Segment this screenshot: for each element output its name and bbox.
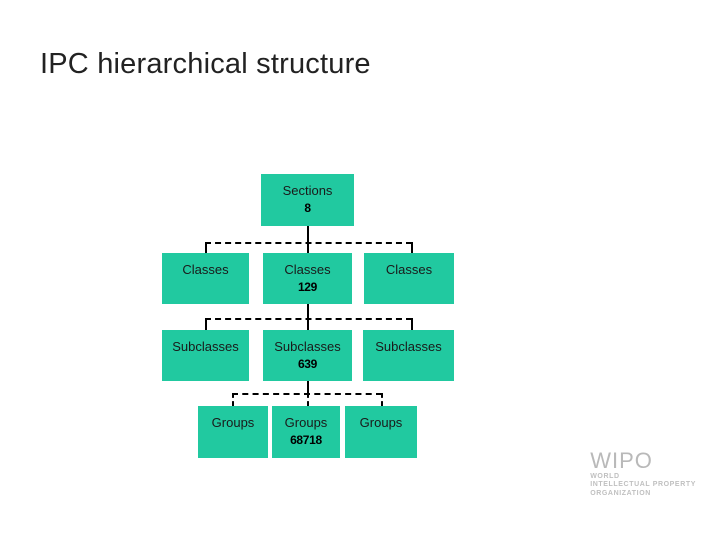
connector-subclasses-mid-drop xyxy=(307,318,309,330)
connector-classes-down xyxy=(307,304,309,318)
node-subclasses-middle-label: Subclasses xyxy=(274,339,341,354)
connector-sections-down xyxy=(307,226,309,242)
connector-classes-right-drop xyxy=(411,242,413,253)
node-subclasses-right-label: Subclasses xyxy=(375,339,442,354)
node-classes-left: Classes xyxy=(162,253,249,304)
node-groups-middle-value: 68718 xyxy=(290,433,322,447)
node-subclasses-left: Subclasses xyxy=(162,330,249,381)
node-sections-value: 8 xyxy=(304,201,311,215)
connector-subclasses-down xyxy=(307,381,309,393)
node-subclasses-middle-value: 639 xyxy=(297,357,318,371)
connector-classes-left-drop xyxy=(205,242,207,253)
connector-groups-left-drop xyxy=(232,393,234,406)
node-groups-right-label: Groups xyxy=(359,415,403,430)
node-subclasses-left-label: Subclasses xyxy=(172,339,239,354)
node-classes-middle-value: 129 xyxy=(297,280,318,294)
wipo-logo-line-2: INTELLECTUAL PROPERTY xyxy=(590,481,696,488)
wipo-logo-line-3: ORGANIZATION xyxy=(590,489,651,497)
wipo-logo-wordmark: WIPO xyxy=(590,447,653,473)
node-groups-middle-label: Groups xyxy=(284,415,328,430)
node-groups-left-label: Groups xyxy=(211,415,255,430)
node-classes-right-label: Classes xyxy=(385,262,433,277)
node-classes-middle: Classes 129 xyxy=(263,253,352,304)
node-groups-middle: Groups 68718 xyxy=(272,406,340,458)
node-groups-right: Groups xyxy=(345,406,417,458)
node-subclasses-middle: Subclasses 639 xyxy=(263,330,352,381)
node-classes-middle-label: Classes xyxy=(284,262,331,277)
connector-classes-mid-drop xyxy=(307,242,309,253)
connector-groups-mid-drop xyxy=(307,393,309,406)
node-subclasses-right: Subclasses xyxy=(363,330,454,381)
node-classes-left-label: Classes xyxy=(182,262,229,277)
connector-subclasses-left-drop xyxy=(205,318,207,330)
wipo-logo: WIPO WORLD INTELLECTUAL PROPERTY ORGANIZ… xyxy=(590,447,696,499)
page-title: IPC hierarchical structure xyxy=(40,48,371,80)
node-groups-left: Groups xyxy=(198,406,268,458)
wipo-logo-line-1: WORLD xyxy=(590,472,620,480)
connector-subclasses-right-drop xyxy=(411,318,413,330)
node-sections-label: Sections xyxy=(282,183,333,198)
node-classes-right: Classes xyxy=(364,253,454,304)
node-sections: Sections 8 xyxy=(261,174,354,226)
connector-groups-right-drop xyxy=(381,393,383,406)
